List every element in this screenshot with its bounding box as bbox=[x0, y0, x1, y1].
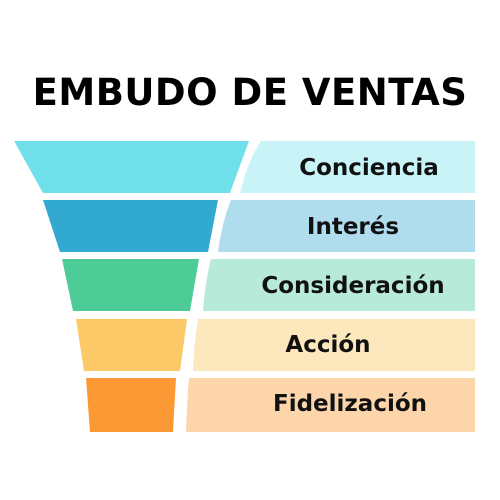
stage-label-conciencia: Conciencia bbox=[299, 155, 439, 181]
stage-label-consideracion: Consideración bbox=[261, 273, 444, 299]
stage-labels: Conciencia Interés Consideración Acción … bbox=[261, 155, 444, 417]
page-title: EMBUDO DE VENTAS bbox=[32, 71, 468, 114]
funnel-stage-2 bbox=[43, 200, 218, 252]
stage-label-accion: Acción bbox=[285, 332, 370, 358]
funnel-stage-1 bbox=[14, 141, 249, 193]
label-band-2 bbox=[218, 200, 475, 252]
funnel-stage-4 bbox=[76, 319, 187, 371]
label-bands bbox=[186, 141, 475, 432]
stage-label-fidelizacion: Fidelización bbox=[273, 391, 427, 417]
label-band-4 bbox=[193, 319, 475, 371]
funnel-stages bbox=[14, 141, 249, 432]
label-band-5 bbox=[186, 378, 475, 432]
funnel-stage-5 bbox=[86, 378, 176, 432]
stage-label-interes: Interés bbox=[307, 214, 399, 240]
label-band-1 bbox=[240, 141, 475, 193]
label-band-3 bbox=[203, 259, 475, 311]
funnel-stage-3 bbox=[62, 259, 199, 311]
